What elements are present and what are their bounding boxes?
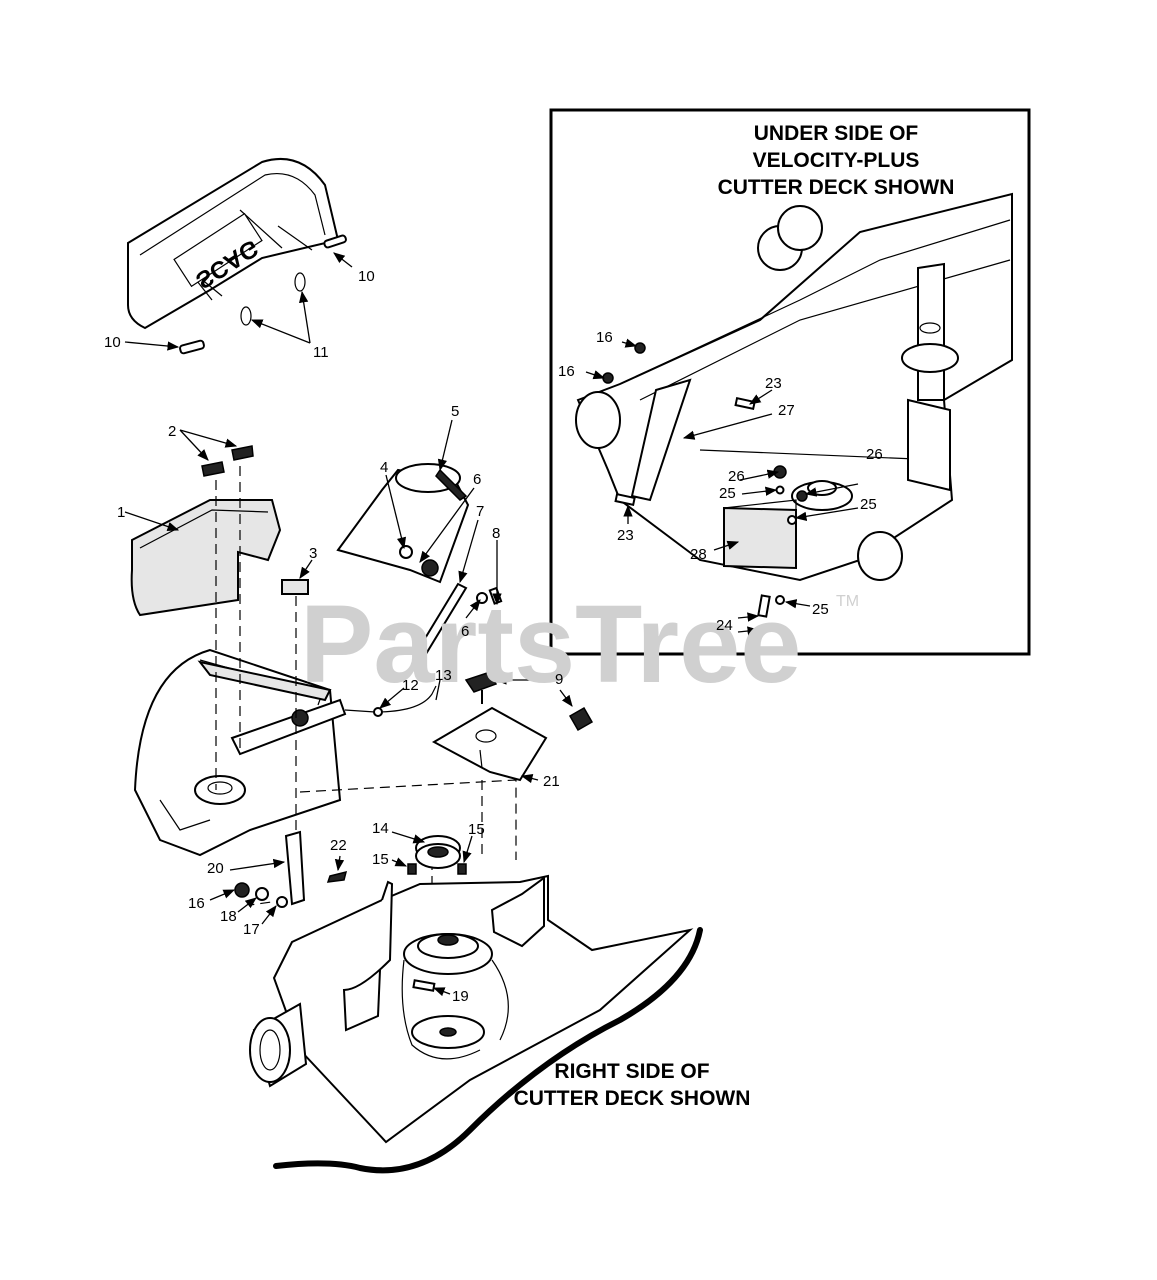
callout-23a: 23 <box>765 375 782 392</box>
callout-13: 13 <box>435 667 452 684</box>
set-screw-15 <box>407 863 467 875</box>
cable-12-13 <box>344 685 437 717</box>
watermark: PartsTree <box>300 583 801 706</box>
knob-2 <box>201 445 254 477</box>
callout-2: 2 <box>168 423 176 440</box>
callout-16c: 16 <box>558 363 575 380</box>
cotter-22 <box>326 870 348 883</box>
callout-1: 1 <box>117 504 125 521</box>
hairpin-clip-11 <box>240 272 306 326</box>
callout-14: 14 <box>372 820 389 837</box>
callout-6b: 6 <box>461 623 469 640</box>
callout-3: 3 <box>309 545 317 562</box>
callout-12: 12 <box>402 677 419 694</box>
inset-title-line-3: CUTTER DECK SHOWN <box>718 176 955 199</box>
hinge-pin-10a <box>179 234 347 355</box>
callout-18: 18 <box>220 908 237 925</box>
callout-6a: 6 <box>473 471 481 488</box>
inset-deck-drawing <box>575 192 1013 618</box>
break-line <box>273 927 703 1174</box>
pulley-14 <box>415 835 461 869</box>
callout-22: 22 <box>330 837 347 854</box>
link-bracket-7 <box>414 582 468 665</box>
discharge-chute-5 <box>336 463 470 584</box>
cutter-deck <box>249 874 694 1144</box>
callout-23b: 23 <box>617 527 634 544</box>
callout-5: 5 <box>451 403 459 420</box>
main-title-line-2: CUTTER DECK SHOWN <box>514 1087 751 1110</box>
callout-20: 20 <box>207 860 224 877</box>
callout-15b: 15 <box>372 851 389 868</box>
bracket-20 <box>284 830 306 906</box>
callout-16b: 16 <box>596 329 613 346</box>
callout-7: 7 <box>476 503 484 520</box>
inset-title-line-2: VELOCITY-PLUS <box>753 149 920 172</box>
callout-16a: 16 <box>188 895 205 912</box>
callout-28: 28 <box>690 546 707 563</box>
belt-cover-1 <box>130 499 282 617</box>
callout-10a: 10 <box>358 268 375 285</box>
inset-title-line-1: UNDER SIDE OF <box>754 122 919 145</box>
spacer-block-3 <box>281 579 309 595</box>
callout-4: 4 <box>380 459 388 476</box>
watermark-trademark: TM <box>836 593 859 610</box>
callout-17: 17 <box>243 921 260 938</box>
callout-24: 24 <box>716 617 733 634</box>
bolt-19 <box>412 979 436 992</box>
callout-21: 21 <box>543 773 560 790</box>
callout-26a: 26 <box>728 468 745 485</box>
callout-25a: 25 <box>719 485 736 502</box>
hardware-16-17-18 <box>234 882 288 908</box>
callout-15a: 15 <box>468 821 485 838</box>
main-title-line-1: RIGHT SIDE OF <box>554 1060 709 1083</box>
callout-26b: 26 <box>866 446 883 463</box>
callout-25b: 25 <box>860 496 877 513</box>
callout-8: 8 <box>492 525 500 542</box>
callout-27: 27 <box>778 402 795 419</box>
callout-25c: 25 <box>812 601 829 618</box>
callout-11: 11 <box>313 344 329 361</box>
spindle-housing <box>133 648 347 857</box>
inset-frame <box>549 108 1031 656</box>
caster-wheel <box>249 1002 308 1088</box>
callout-10b: 10 <box>104 334 121 351</box>
mount-plate-21 <box>431 706 548 782</box>
callout-19: 19 <box>452 988 469 1005</box>
callout-9: 9 <box>555 671 563 688</box>
discharge-deflector: SCAG <box>127 157 340 330</box>
